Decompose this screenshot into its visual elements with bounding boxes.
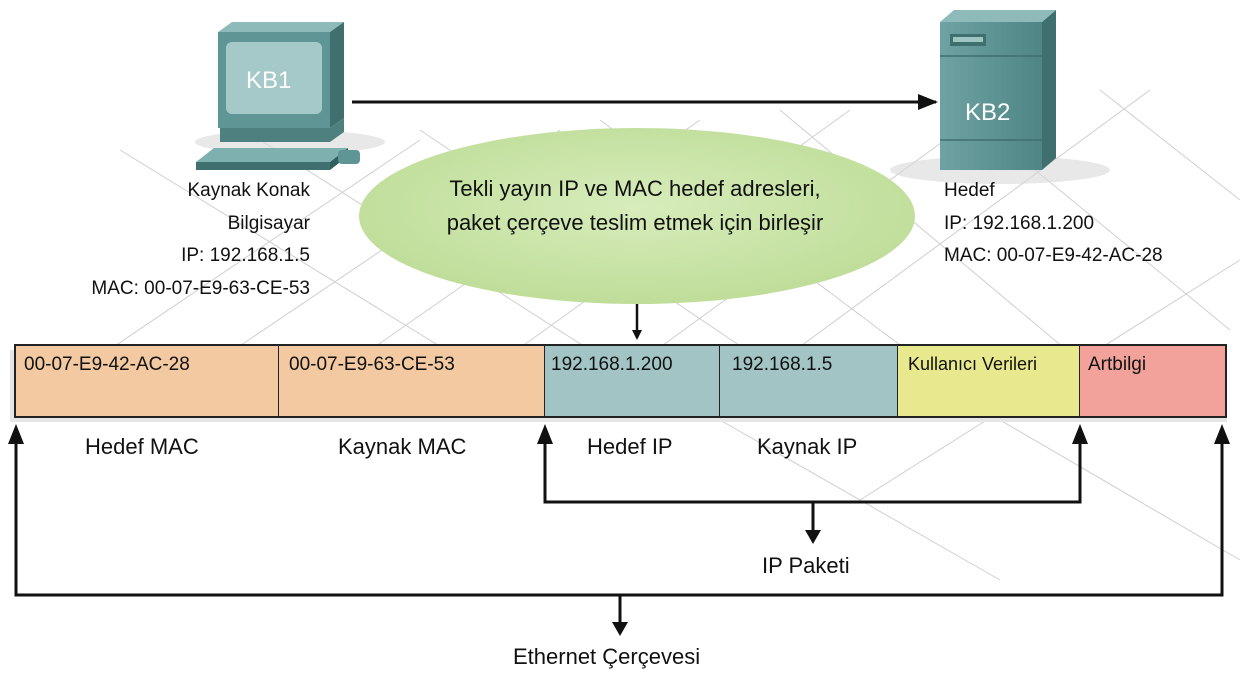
info-bubble-shape bbox=[359, 128, 915, 304]
kb1-mac: MAC: 00-07-E9-63-CE-53 bbox=[91, 278, 310, 299]
kb2-ip: IP: 192.168.1.200 bbox=[944, 213, 1095, 234]
kb1-title-line2: Bilgisayar bbox=[227, 213, 310, 234]
ethernet-frame-outline bbox=[14, 344, 1227, 418]
bubble-line-2: paket çerçeve teslim etmek için birleşir bbox=[446, 210, 824, 235]
kb2-device-label: KB2 bbox=[965, 99, 1011, 126]
ethernet-frame-bracket bbox=[14, 430, 1224, 624]
kb1-device-label: KB1 bbox=[246, 67, 292, 94]
kb1-ip: IP: 192.168.1.5 bbox=[181, 245, 310, 266]
bubble-line-1: Tekli yayın IP ve MAC hedef adresleri, bbox=[449, 176, 821, 201]
frame-field-src-ip: 192.168.1.5 bbox=[720, 344, 898, 418]
label-src-ip: Kaynak IP bbox=[757, 434, 858, 459]
frame-field-dest-mac: 00-07-E9-42-AC-28 bbox=[14, 344, 279, 418]
frame-field-dest-ip: 192.168.1.200 bbox=[545, 344, 720, 418]
frame-field-trailer: Artbilgi bbox=[1080, 344, 1227, 418]
label-src-mac: Kaynak MAC bbox=[338, 434, 467, 459]
ethernet-frame-arrowheads bbox=[8, 424, 1230, 636]
ip-packet-label: IP Paketi bbox=[762, 553, 850, 578]
label-dest-ip: Hedef IP bbox=[587, 434, 673, 459]
computer-icon bbox=[195, 22, 385, 170]
ethernet-frame-label: Ethernet Çerçevesi bbox=[513, 644, 701, 669]
frame-field-src-mac: 00-07-E9-63-CE-53 bbox=[279, 344, 545, 418]
info-bubble-text: Tekli yayın IP ve MAC hedef adresleri, p… bbox=[380, 172, 890, 240]
ip-packet-arrowheads bbox=[537, 424, 1088, 544]
kb2-mac: MAC: 00-07-E9-42-AC-28 bbox=[944, 245, 1163, 266]
frame-field-user-data: Kullanıcı Verileri bbox=[898, 344, 1080, 418]
ip-packet-bracket bbox=[543, 430, 1082, 532]
label-dest-mac: Hedef MAC bbox=[85, 434, 199, 459]
kb1-title-line1: Kaynak Konak bbox=[187, 180, 310, 201]
server-icon bbox=[890, 10, 1110, 184]
kb2-title: Hedef bbox=[944, 180, 995, 201]
